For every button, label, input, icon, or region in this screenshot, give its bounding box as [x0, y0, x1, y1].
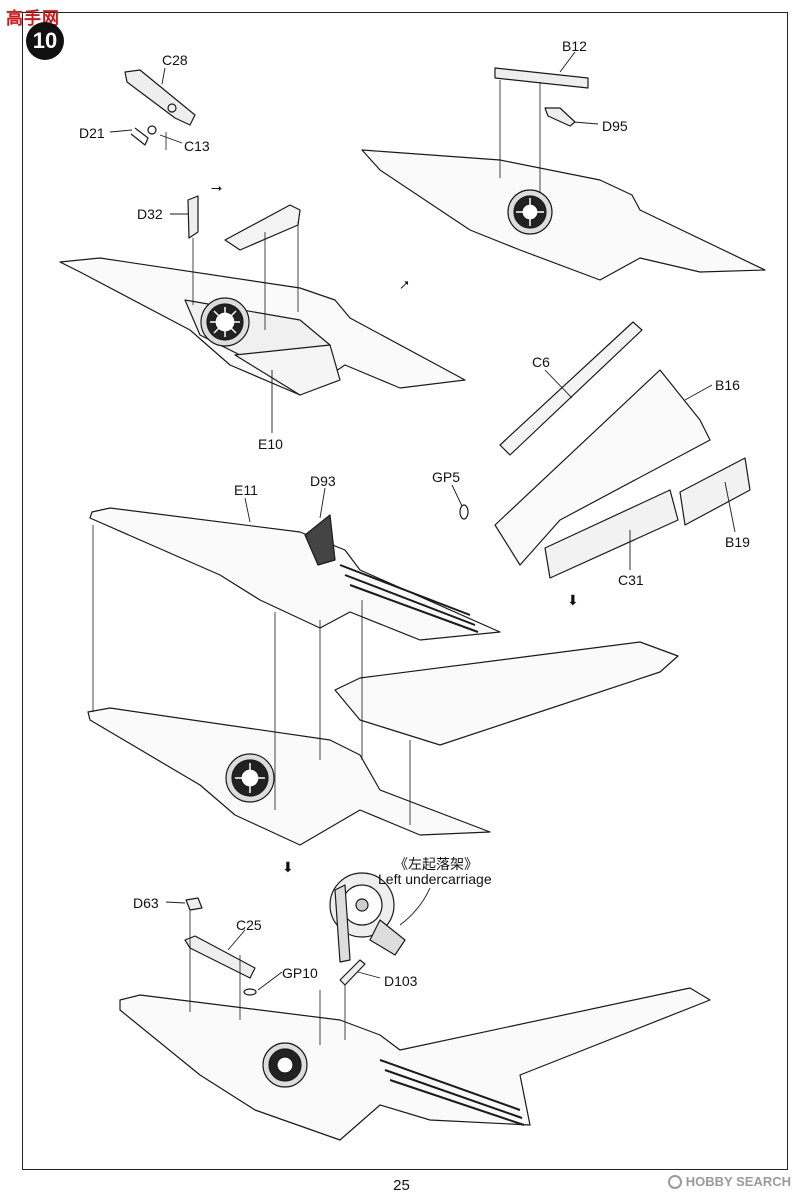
- hobby-search-text: HOBBY SEARCH: [685, 1174, 791, 1189]
- lower-wing-left-upper-stage: [59, 257, 466, 396]
- lower-wing-right-upper-stage: [361, 149, 766, 281]
- callout-d32: D32: [137, 206, 163, 222]
- hobby-search-watermark: HOBBY SEARCH: [667, 1174, 791, 1189]
- callout-b19: B19: [725, 534, 750, 550]
- part-d32: [187, 195, 199, 239]
- callout-b16: B16: [715, 377, 740, 393]
- lower-wing-mid-stage: [87, 707, 491, 846]
- subassembly-title-en: Left undercarriage: [378, 871, 492, 887]
- part-b19: [679, 457, 751, 526]
- callout-gp5: GP5: [432, 469, 461, 485]
- lower-wing-final-stage: [119, 987, 711, 1141]
- arrow-down-icon: ⬇: [282, 859, 294, 875]
- step-number-badge: 10: [26, 22, 64, 60]
- part-b12: [494, 67, 589, 89]
- callout-c28: C28: [162, 52, 188, 68]
- callout-gp10: GP10: [282, 965, 318, 981]
- callout-e10: E10: [258, 436, 283, 452]
- upper-wing-e11: [89, 507, 501, 641]
- callout-d93: D93: [310, 473, 336, 489]
- callout-b12: B12: [562, 38, 587, 54]
- subassembly-title-cn: 《左起落架》: [394, 856, 478, 872]
- page-frame: [22, 12, 788, 1170]
- callout-e11: E11: [234, 482, 258, 498]
- part-strut-e10-area: [224, 204, 301, 251]
- callout-c13: C13: [184, 138, 210, 154]
- left-undercarriage-assembly: [329, 872, 406, 963]
- part-b16: [494, 369, 711, 566]
- part-c31: [544, 489, 679, 579]
- part-d63: [185, 897, 203, 911]
- callout-d103: D103: [384, 973, 418, 989]
- callout-d21: D21: [79, 125, 105, 141]
- page-number: 25: [393, 1177, 410, 1194]
- label-leader-lines: [109, 51, 736, 991]
- part-c28: [124, 69, 196, 146]
- arrow-down-icon: ⬇: [567, 592, 579, 608]
- part-d95: [544, 107, 576, 127]
- part-d103: [339, 959, 366, 986]
- arrow-down-icon: ⭢: [211, 179, 223, 195]
- arrow-upright-icon: ⭧: [400, 277, 410, 293]
- part-d93: [304, 514, 336, 566]
- callout-c31: C31: [618, 572, 644, 588]
- hobby-search-logo-icon: [667, 1174, 682, 1189]
- part-gp10: [243, 988, 257, 996]
- callout-c6: C6: [532, 354, 550, 370]
- callout-d63: D63: [133, 895, 159, 911]
- callout-d95: D95: [602, 118, 628, 134]
- guide-lines: [165, 132, 299, 330]
- part-c6: [499, 321, 643, 456]
- part-c25: [184, 935, 256, 979]
- outer-wing-panel: [334, 641, 679, 746]
- callout-c25: C25: [236, 917, 262, 933]
- part-gp5: [459, 504, 469, 520]
